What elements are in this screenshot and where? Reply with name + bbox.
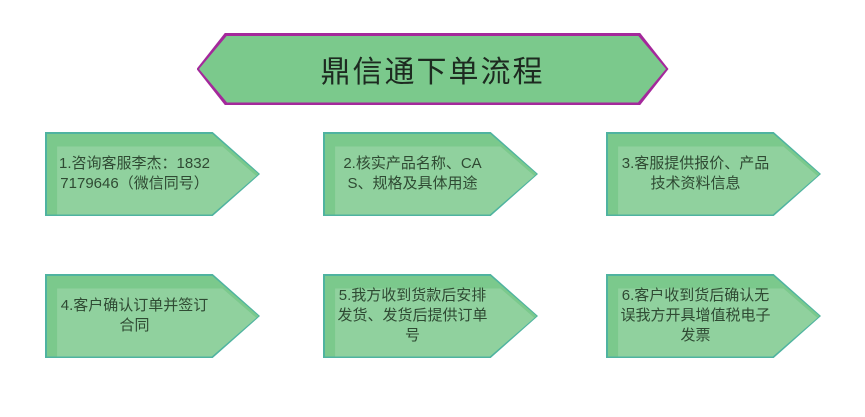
title-banner: 鼎信通下单流程 [196, 33, 669, 105]
step-3-label: 3.客服提供报价、产品技术资料信息 [621, 154, 770, 192]
step-shape-4: 4.客户确认订单并签订合同 [45, 274, 260, 358]
step-shape-5: 5.我方收到货款后安排发货、发货后提供订单号 [323, 274, 538, 358]
step-shape-4-inner: 4.客户确认订单并签订合同 [46, 275, 259, 357]
step-shape-5-inner: 5.我方收到货款后安排发货、发货后提供订单号 [324, 275, 537, 357]
step-shape-3: 3.客服提供报价、产品技术资料信息 [606, 132, 821, 216]
step-shape-6-inner: 6.客户收到货后确认无误我方开具增值税电子发票 [607, 275, 820, 357]
step-1-label: 1.咨询客服李杰：18327179646（微信同号） [59, 154, 210, 192]
step-shape-6: 6.客户收到货后确认无误我方开具增值税电子发票 [606, 274, 821, 358]
step-shape-1-inner: 1.咨询客服李杰：18327179646（微信同号） [46, 133, 259, 215]
step-shape-2: 2.核实产品名称、CAS、规格及具体用途 [323, 132, 538, 216]
step-4-label: 4.客户确认订单并签订合同 [60, 296, 209, 334]
step-shape-3-inner: 3.客服提供报价、产品技术资料信息 [607, 133, 820, 215]
page-title: 鼎信通下单流程 [320, 56, 545, 89]
title-banner-inner: 鼎信通下单流程 [199, 35, 666, 103]
step-shape-2-inner: 2.核实产品名称、CAS、规格及具体用途 [324, 133, 537, 215]
step-shape-1: 1.咨询客服李杰：18327179646（微信同号） [45, 132, 260, 216]
step-2-label: 2.核实产品名称、CAS、规格及具体用途 [343, 154, 482, 192]
step-5-label: 5.我方收到货款后安排发货、发货后提供订单号 [337, 286, 488, 345]
step-6-label: 6.客户收到货后确认无误我方开具增值税电子发票 [620, 286, 771, 345]
